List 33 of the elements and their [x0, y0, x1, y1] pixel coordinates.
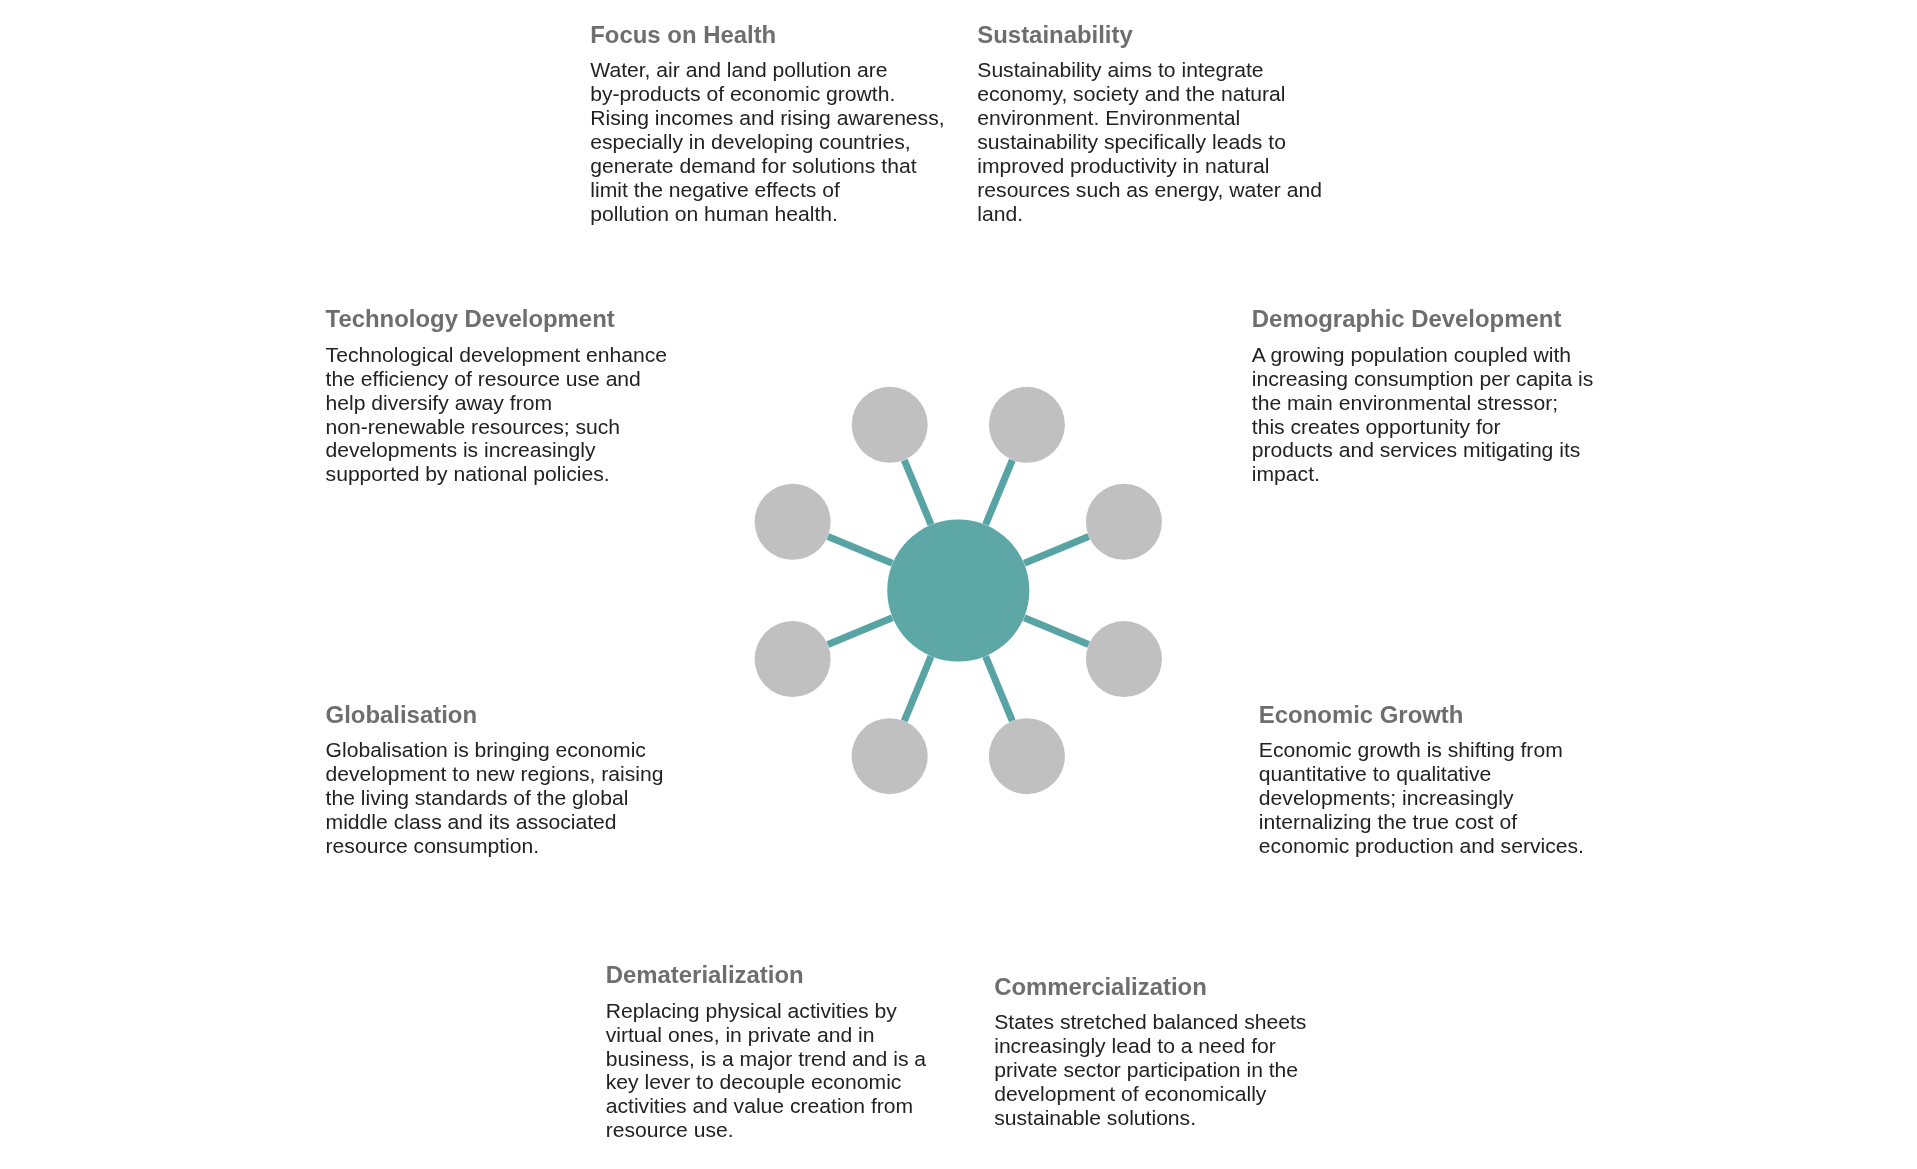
node-circle: [1085, 621, 1162, 698]
connector: [826, 533, 894, 567]
node-circle: [988, 718, 1065, 795]
node-label: Economic Growth: [1258, 700, 1463, 728]
connector: [981, 458, 1016, 526]
node-label: A growing population coupled with increasing consumption per capita is the main environmental stressor; this creates opportunity for products and services mitigating its impact.: [1251, 342, 1593, 486]
node-circle: [851, 718, 928, 795]
node-label: Globalisation is bringing economic development to new regions, raising the living standards of the global middle class and its associated resource consumption.: [325, 738, 664, 857]
node-label: Technology Development: [325, 305, 615, 333]
node-circle: [754, 621, 831, 698]
node-label: Water, air and land pollution are by-products of economic growth. Rising incomes and rising awareness, especially in developing countries, generate demand for solutions that limit the negative effects of pollution on human health.: [589, 58, 945, 225]
node-circle: [851, 386, 928, 463]
node-label: Focus on Health: [589, 21, 776, 49]
connector: [1022, 614, 1090, 648]
node-label: Commercialization: [993, 972, 1207, 1000]
node-label: Globalisation: [325, 700, 477, 728]
node-label: States stretched balanced sheets increasingly lead to a need for private sector participation in the development of economically sustainable solutions.: [993, 1009, 1306, 1129]
connector: [1022, 533, 1090, 567]
node-label: Demographic Development: [1251, 305, 1561, 333]
connector: [981, 655, 1016, 723]
connector: [900, 655, 934, 723]
node-label: Replacing physical activities by virtual ones, in private and in business, is a major trend and is a key lever to decouple economic activities and value creation from resource use.: [605, 998, 926, 1142]
connector: [900, 458, 934, 526]
node-circle: [886, 519, 1029, 662]
node-label: Dematerialization: [605, 961, 804, 989]
node-label: Economic growth is shifting from quantitative to qualitative developments; increasingly internalizing the true cost of economic production and services.: [1258, 738, 1584, 857]
node-label: Sustainability aims to integrate economy, society and the natural environment. Environmental sustainability specifically leads to improved productivity in natural resources such as energy, water and land.: [976, 58, 1322, 225]
node-label: Sustainability: [976, 21, 1133, 49]
node-circle: [1085, 483, 1162, 560]
node-circle: [988, 386, 1065, 463]
connector: [826, 614, 894, 648]
node-label: Technological development enhance the efficiency of resource use and help diversify away from non-renewable resources; such developments is increasingly supported by national policies.: [325, 342, 667, 486]
node-circle: [754, 483, 831, 560]
